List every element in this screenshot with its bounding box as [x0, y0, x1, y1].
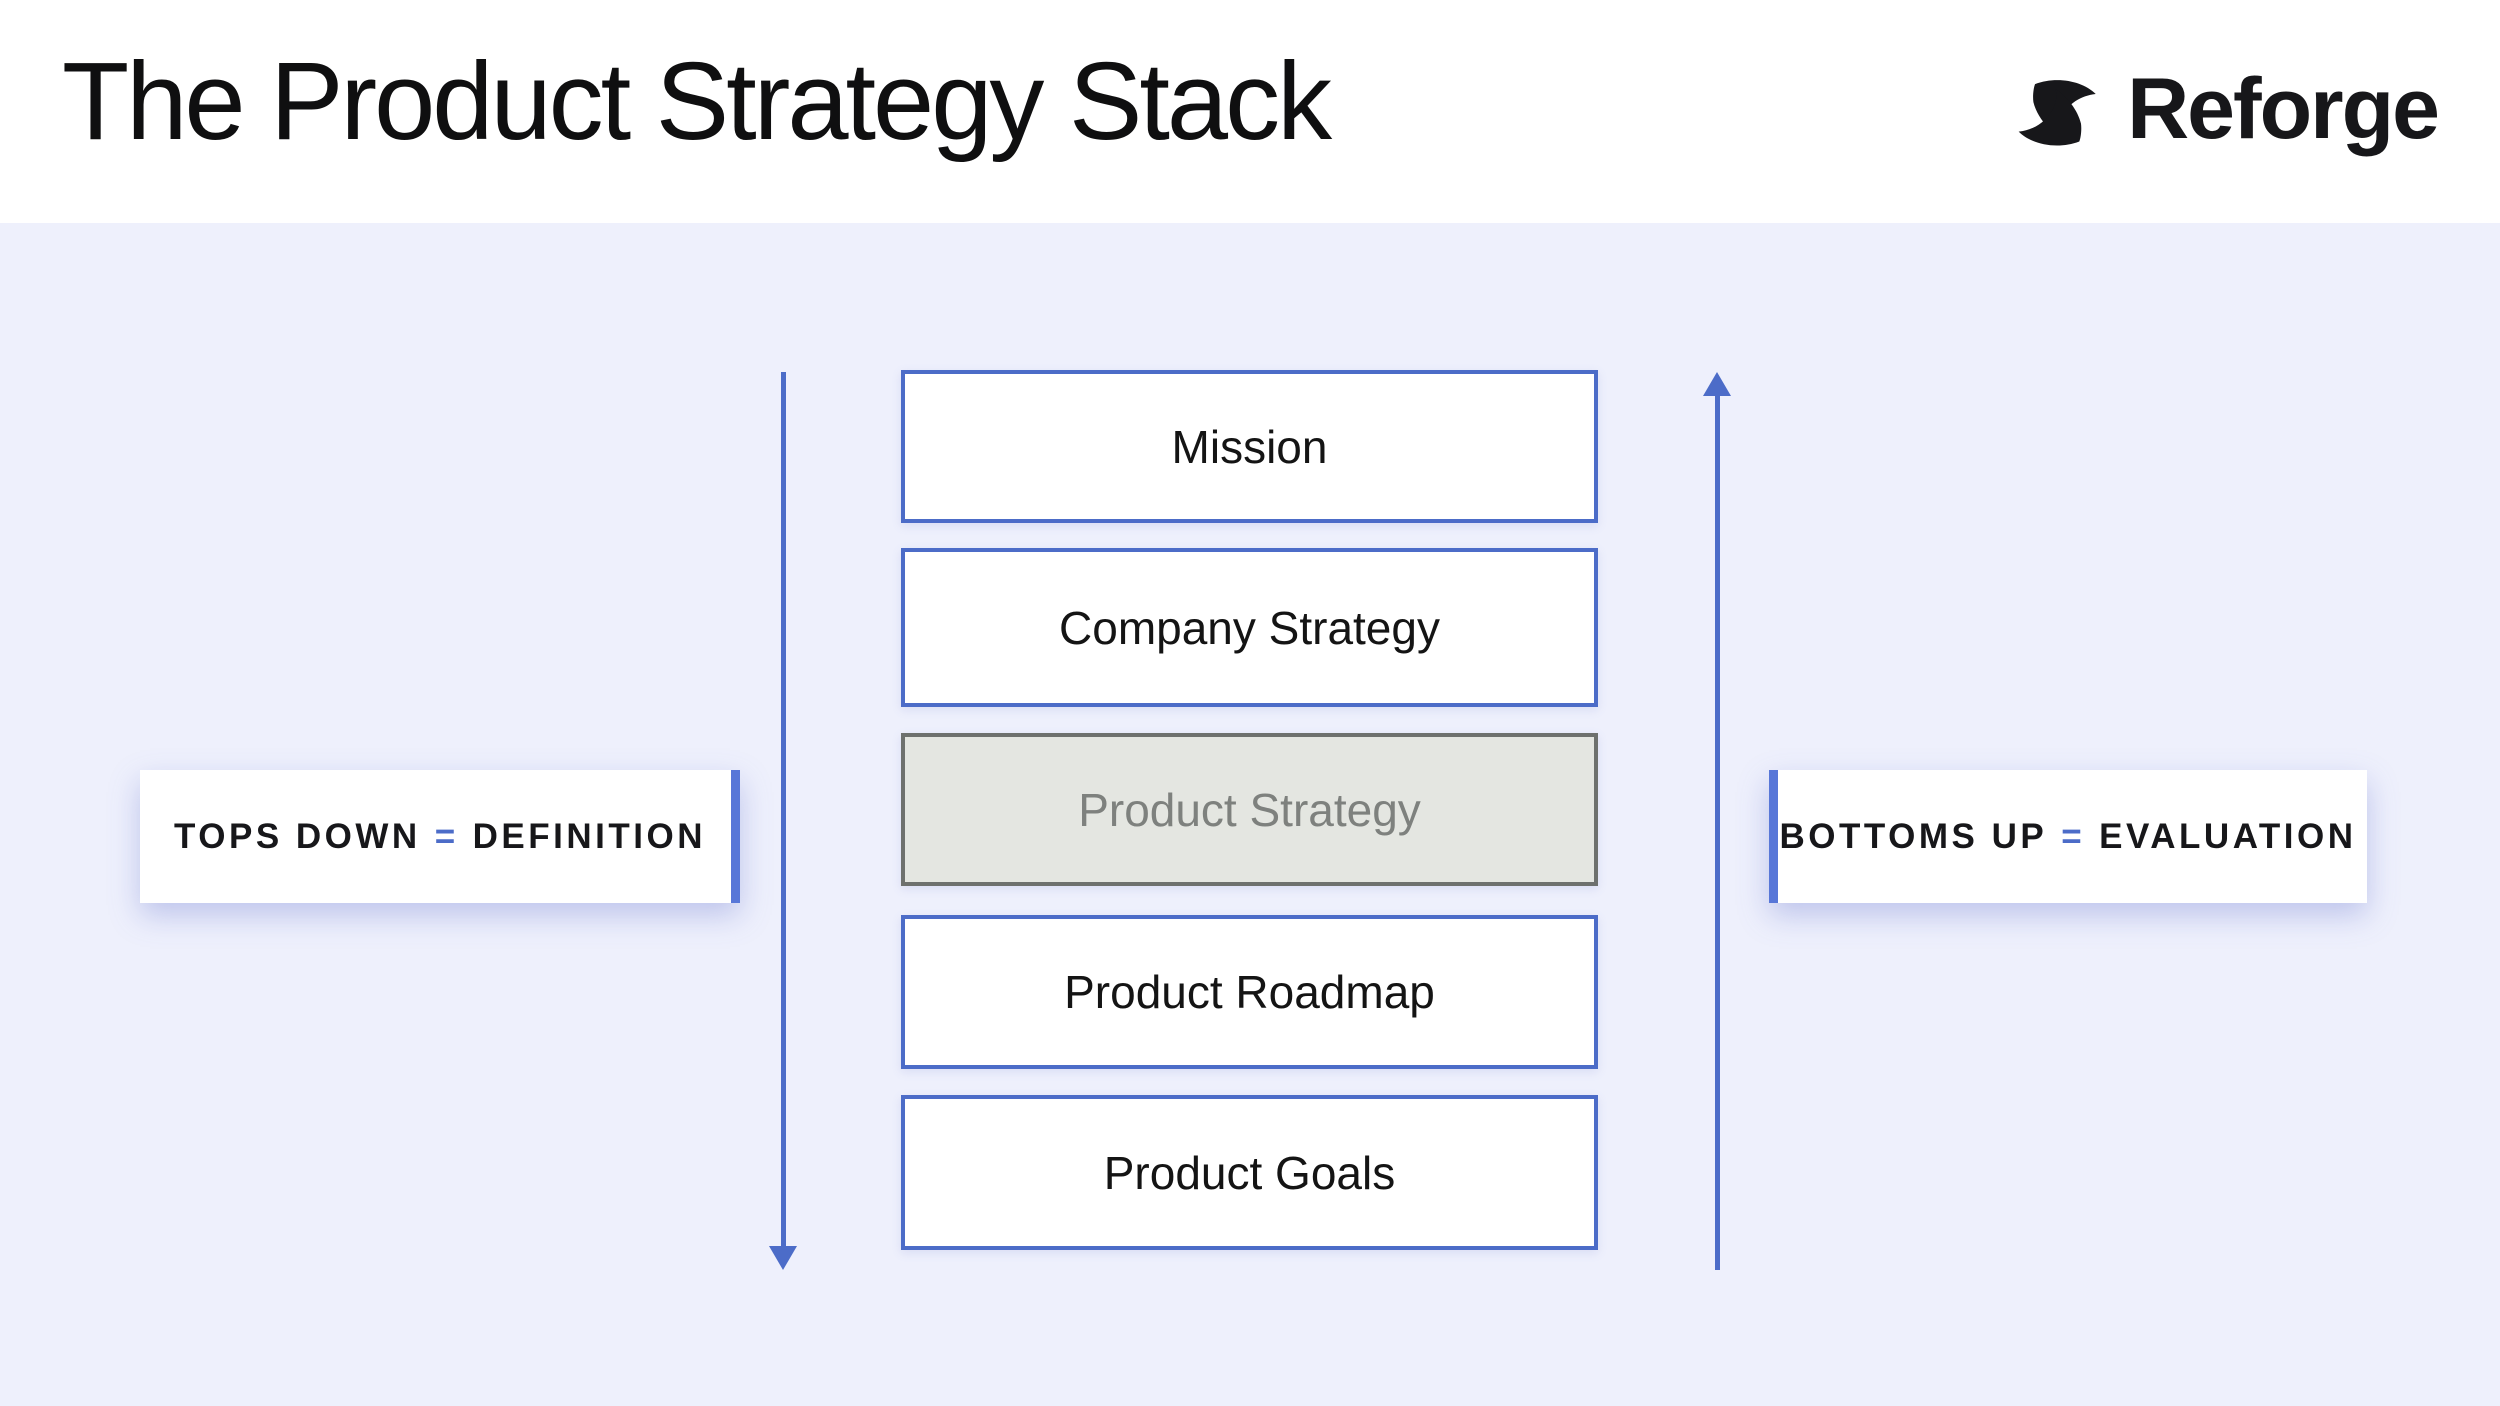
stack-box-label: Company Strategy	[1059, 601, 1440, 654]
page-title: The Product Strategy Stack	[62, 40, 1332, 163]
stack-box-product-goals: Product Goals	[901, 1095, 1598, 1250]
tops-down-label-card: TOPS DOWN = DEFINITION	[140, 770, 740, 903]
stack-box-product-roadmap: Product Roadmap	[901, 915, 1598, 1069]
stack-box-label: Product Goals	[1103, 1146, 1396, 1199]
equals-sign: =	[434, 816, 459, 856]
arrow-shaft	[1715, 392, 1720, 1270]
bottoms-up-term: BOTTOMS UP	[1779, 816, 2048, 856]
blue-edge-bar	[1769, 770, 1778, 903]
stack-box-product-strategy: Product Strategy	[901, 733, 1598, 886]
arrow-up-icon	[1703, 372, 1731, 396]
reforge-logo-text: Reforge	[2127, 60, 2440, 157]
arrow-shaft	[781, 372, 786, 1250]
blue-edge-bar	[731, 770, 740, 903]
tops-down-term: TOPS DOWN	[174, 816, 421, 856]
tops-down-meaning: DEFINITION	[472, 816, 706, 856]
bottoms-up-arrow	[1703, 372, 1731, 1270]
reforge-logo-icon	[2018, 79, 2096, 146]
header: The Product Strategy Stack Reforge	[0, 0, 2500, 223]
reforge-logo: Reforge	[2017, 0, 2440, 223]
stack-box-company-strategy: Company Strategy	[901, 548, 1598, 707]
bottoms-up-meaning: EVALUATION	[2099, 816, 2357, 856]
stack-box-label: Product Roadmap	[1064, 966, 1435, 1018]
arrow-down-icon	[769, 1246, 797, 1270]
bottoms-up-label-card: BOTTOMS UP = EVALUATION	[1769, 770, 2367, 903]
stack-box-label: Mission	[1171, 420, 1328, 473]
stack-box-label: Product Strategy	[1078, 783, 1421, 836]
stack-box-mission: Mission	[901, 370, 1598, 523]
equals-sign: =	[2061, 816, 2086, 856]
tops-down-arrow	[769, 372, 797, 1270]
